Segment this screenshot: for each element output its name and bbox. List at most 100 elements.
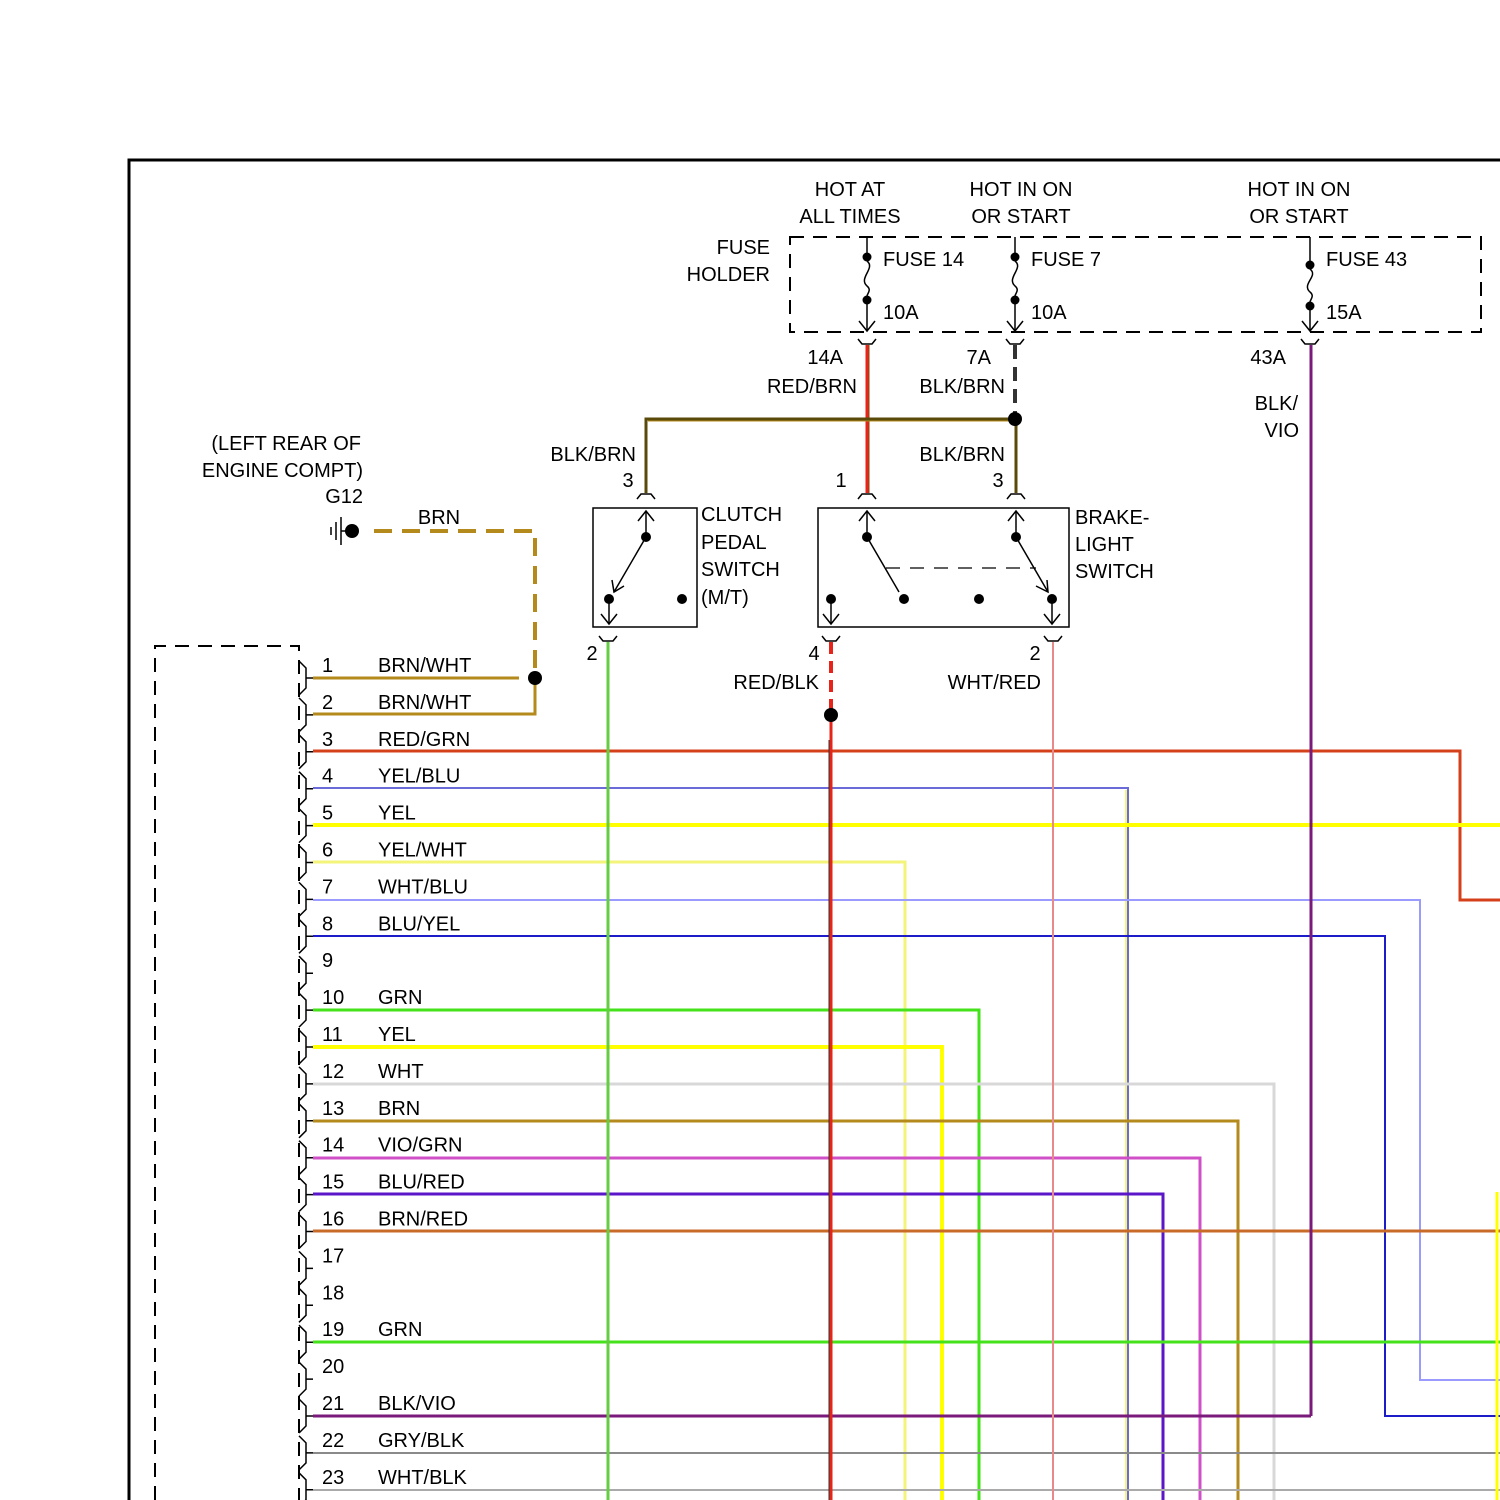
pin-number: 10: [322, 987, 344, 1009]
clutch-input-wire: BLK/BRN: [550, 444, 636, 466]
brake-name-2: LIGHT: [1075, 534, 1134, 556]
pin-terminal-icon: [299, 1288, 313, 1322]
fuse-43-rating: 15A: [1326, 302, 1362, 324]
splice-blk-brn: [1008, 412, 1022, 426]
pin-terminal-icon: [299, 698, 313, 732]
splice-ground: [528, 671, 542, 685]
connector-pin-row: 23 WHT/BLK: [299, 1467, 468, 1500]
brake-name-1: BRAKE-: [1075, 507, 1149, 529]
pin-wire-code: BLK/VIO: [378, 1393, 456, 1415]
clutch-name-2: PEDAL: [701, 532, 767, 554]
pin-number: 3: [322, 729, 333, 751]
wire-harness: [313, 345, 1500, 1500]
clutch-name-4: (M/T): [701, 587, 749, 609]
fuse-14-element-icon: [864, 261, 869, 296]
fuse-43-element-icon: [1307, 269, 1312, 302]
pin-number: 21: [322, 1393, 344, 1415]
brake-pin2: 2: [1029, 643, 1040, 665]
connector-pin-row: 17: [299, 1245, 344, 1285]
pin-terminal-icon: [299, 1436, 313, 1470]
pin-wire-code: WHT/BLU: [378, 876, 468, 898]
pin-number: 14: [322, 1135, 344, 1157]
ground-location-1: (LEFT REAR OF: [211, 433, 361, 455]
clutch-name-3: SWITCH: [701, 559, 780, 581]
brake-pin2-terminal-icon: [1044, 636, 1062, 641]
pin-terminal-icon: [299, 1362, 313, 1396]
splice-red-blk: [824, 708, 838, 722]
connector-body: [155, 646, 299, 1500]
fuse-7-rating: 10A: [1031, 302, 1067, 324]
pin-number: 9: [322, 950, 333, 972]
fuse-14-wire: RED/BRN: [767, 376, 857, 398]
pin-number: 4: [322, 766, 333, 788]
pin-number: 17: [322, 1245, 344, 1267]
connector-pin-row: 14 VIO/GRN: [299, 1135, 462, 1175]
brake-pin4-terminal-icon: [822, 636, 840, 641]
pin-number: 2: [322, 692, 333, 714]
clutch-output-pin: 2: [586, 643, 597, 665]
fuse-43-power-label-1: HOT IN ON: [1248, 179, 1351, 201]
brake-contact-arm-2: [1016, 537, 1048, 592]
fuse-43-power-label-2: OR START: [1249, 206, 1348, 228]
fuse-43-name: FUSE 43: [1326, 249, 1407, 271]
pin-wire-code: YEL: [378, 1024, 416, 1046]
brake-light-switch: 1 BLK/BRN 3 4 RED/BLK 2 WHT/RED: [733, 444, 1153, 694]
pin-terminal-icon: [299, 1325, 313, 1359]
ground-icon: [331, 517, 359, 545]
brake-pin2-wire: WHT/RED: [948, 672, 1041, 694]
brake-pin4: 4: [808, 643, 819, 665]
connector-pin-row: 2 BRN/WHT: [299, 692, 471, 732]
connector-pin-row: 11YEL: [299, 1024, 416, 1064]
pin-number: 12: [322, 1061, 344, 1083]
connector-pin-row: 9: [299, 950, 333, 990]
pin-number: 8: [322, 913, 333, 935]
pin-wire-code: YEL/WHT: [378, 840, 467, 862]
pin-wire-code: VIO/GRN: [378, 1135, 462, 1157]
fuse-holder-label-1: FUSE: [717, 237, 770, 259]
connector-pin-row: 22GRY/BLK: [299, 1430, 465, 1470]
clutch-output-terminal-icon: [599, 636, 617, 641]
fuse-7-power-label-1: HOT IN ON: [970, 179, 1073, 201]
pin-wire-code: BRN/WHT: [378, 655, 471, 677]
brake-pin1: 1: [835, 470, 846, 492]
brake-contact-arm-1: [867, 537, 899, 592]
pin-wire-code: GRY/BLK: [378, 1430, 465, 1452]
pin-terminal-icon: [299, 1030, 313, 1064]
pin-wire-code: WHT/BLK: [378, 1467, 468, 1489]
fuse-43-wire-1: BLK/: [1255, 393, 1299, 415]
pin-number: 19: [322, 1319, 344, 1341]
pin-wire-code: GRN: [378, 1319, 422, 1341]
pin-wire-code: BRN/WHT: [378, 692, 471, 714]
connector-pin-row: 18: [299, 1282, 344, 1322]
connector-pin-row: 15BLU/RED: [299, 1172, 465, 1212]
fuse-14-power-label-2: ALL TIMES: [799, 206, 900, 228]
clutch-pedal-switch: BLK/BRN 3 2 CLUTCH PEDAL SWITCH (M/T): [550, 444, 782, 665]
pin-number: 15: [322, 1172, 344, 1194]
pin-wire-code: WHT: [378, 1061, 424, 1083]
brake-pin3-wire: BLK/BRN: [919, 444, 1005, 466]
connector-pin-row: 4YEL/BLU: [299, 766, 460, 806]
pin-number: 13: [322, 1098, 344, 1120]
clutch-contact-arm: [614, 537, 646, 592]
pin-terminal-icon: [299, 993, 313, 1027]
fuse-7-element-icon: [1012, 261, 1017, 296]
fuse-7-name: FUSE 7: [1031, 249, 1101, 271]
brake-pin3-terminal-icon: [1007, 494, 1025, 499]
fuse-14-terminal-icon: [858, 339, 876, 344]
wire-pin-15: [313, 1194, 1163, 1500]
pin-terminal-icon: [299, 661, 313, 695]
fuse-14-rating: 10A: [883, 302, 919, 324]
fuse-7-wire: BLK/BRN: [919, 376, 1005, 398]
fuse-holder-label-2: HOLDER: [687, 264, 770, 286]
pin-wire-code: BLU/YEL: [378, 913, 460, 935]
pin-terminal-icon: [299, 1141, 313, 1175]
pin-terminal-icon: [299, 1178, 313, 1212]
pin-terminal-icon: [299, 1104, 313, 1138]
pin-wire-code: BRN: [378, 1098, 420, 1120]
pin-number: 23: [322, 1467, 344, 1489]
ground-g12: (LEFT REAR OF ENGINE COMPT) G12 BRN: [202, 433, 460, 545]
connector-pin-row: 6YEL/WHT: [299, 840, 467, 880]
pin-terminal-icon: [299, 882, 313, 916]
brake-name-3: SWITCH: [1075, 561, 1154, 583]
